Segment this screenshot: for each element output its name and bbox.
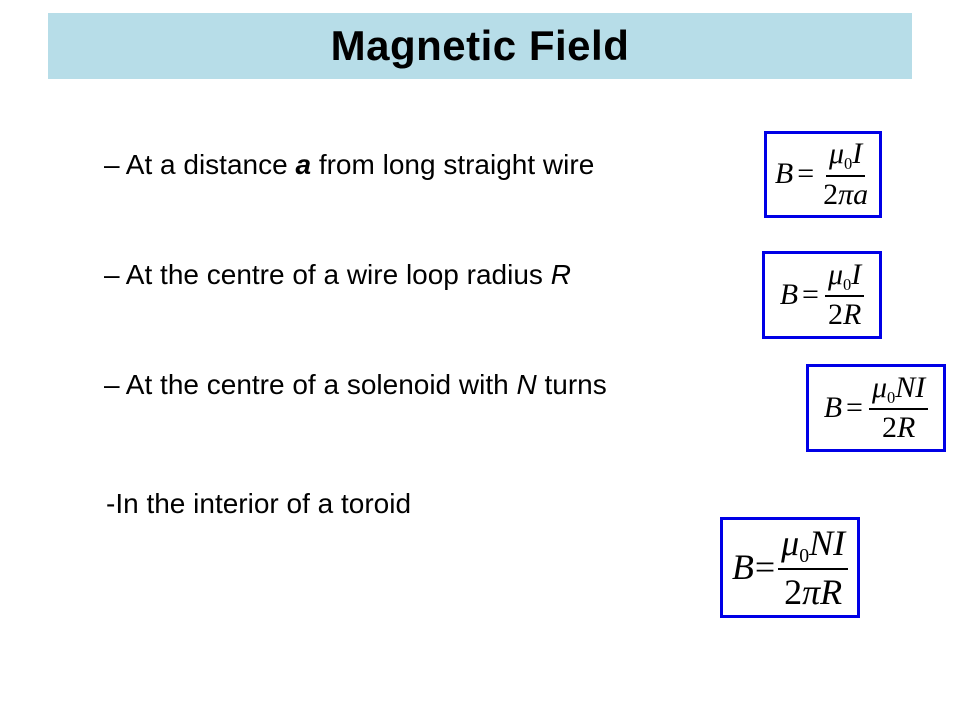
equals-sign: = — [754, 547, 776, 588]
slide-title: Magnetic Field — [330, 22, 630, 69]
equation-lhs: B — [823, 390, 843, 424]
equation-lhs: B — [731, 547, 754, 588]
fraction-denominator: 2πa — [823, 177, 869, 211]
bullet-text: – At the centre of a wire loop radius — [104, 259, 551, 290]
equals-sign: = — [846, 390, 863, 424]
bullet-text: from long straight wire — [311, 149, 595, 180]
fraction-numerator: μ0NI — [778, 522, 849, 571]
bullet-variable: N — [516, 369, 537, 400]
bullet-text: -In the interior of a toroid — [106, 488, 412, 519]
equation-lhs: B — [779, 277, 799, 311]
fraction-numerator: μ0I — [825, 137, 866, 177]
equation: B = μ0NI 2πR — [731, 522, 849, 614]
bullet-solenoid: – At the centre of a solenoid with N tur… — [104, 369, 607, 401]
bullet-straight-wire: – At a distance a from long straight wir… — [104, 149, 594, 181]
bullet-text: turns — [536, 369, 607, 400]
fraction-denominator: 2πR — [784, 572, 843, 613]
formula-toroid: B = μ0NI 2πR — [720, 517, 860, 618]
bullet-text: – At a distance — [104, 149, 296, 180]
bullet-wire-loop: – At the centre of a wire loop radius R — [104, 259, 571, 291]
fraction-denominator: 2R — [881, 411, 916, 445]
bullet-toroid: -In the interior of a toroid — [106, 488, 411, 520]
formula-straight-wire: B = μ0I 2πa — [764, 131, 882, 218]
bullet-variable: a — [295, 149, 312, 180]
bullet-variable: R — [550, 259, 571, 290]
fraction-numerator: μ0I — [824, 258, 865, 298]
equation: B = μ0I 2R — [780, 258, 865, 333]
equals-sign: = — [802, 277, 819, 311]
equation: B = μ0NI 2R — [824, 371, 929, 446]
fraction-numerator: μ0NI — [868, 371, 929, 411]
fraction: μ0I 2πa — [820, 137, 871, 212]
fraction: μ0I 2R — [824, 258, 865, 333]
equation-lhs: B — [774, 157, 794, 191]
formula-solenoid: B = μ0NI 2R — [806, 364, 946, 452]
equation: B = μ0I 2πa — [775, 137, 871, 212]
fraction-denominator: 2R — [827, 298, 862, 332]
equals-sign: = — [797, 157, 815, 191]
title-bar: Magnetic Field — [48, 13, 912, 79]
fraction: μ0NI 2πR — [778, 522, 849, 614]
formula-wire-loop: B = μ0I 2R — [762, 251, 882, 339]
bullet-text: – At the centre of a solenoid with — [104, 369, 517, 400]
fraction: μ0NI 2R — [868, 371, 929, 446]
